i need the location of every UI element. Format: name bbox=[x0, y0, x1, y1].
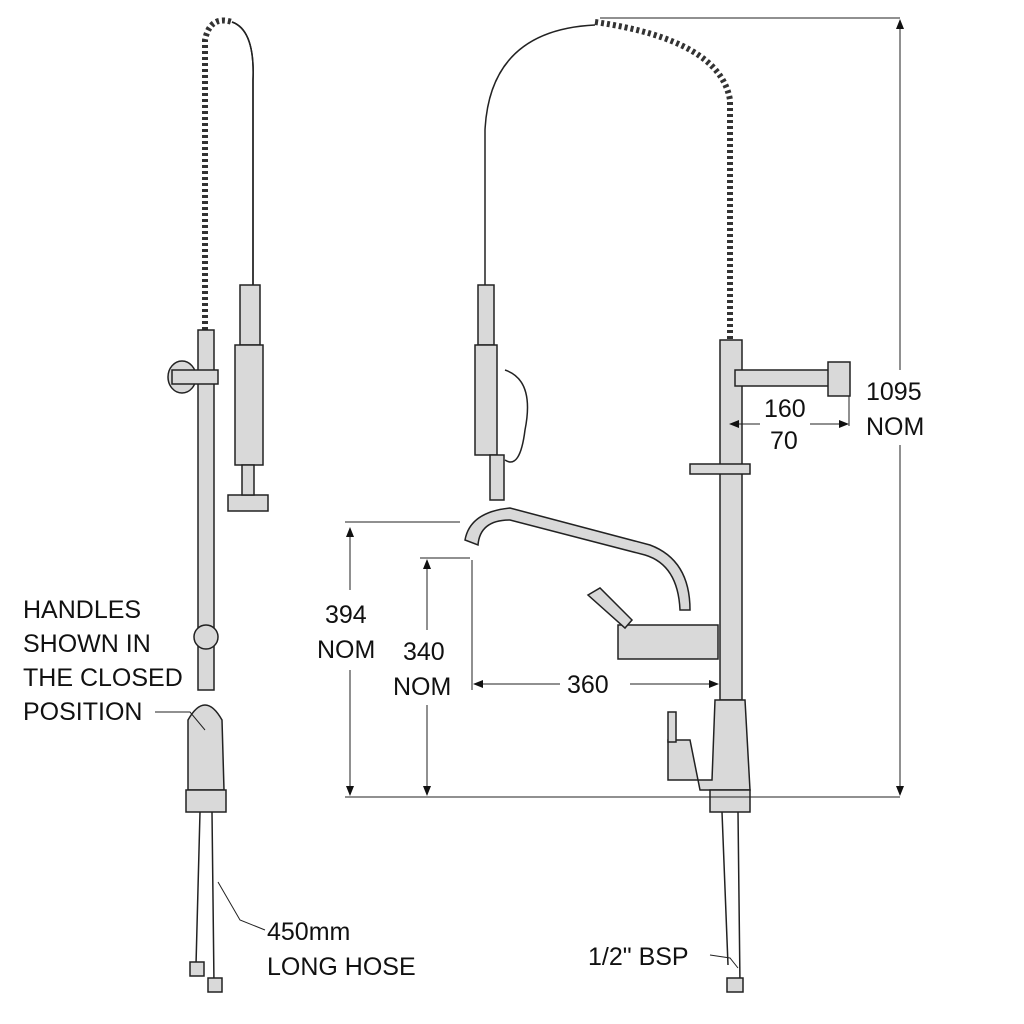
dim-394-nom: NOM bbox=[317, 636, 375, 664]
dim-340: 340 bbox=[403, 638, 445, 666]
dim-394: 394 bbox=[325, 601, 367, 629]
dim-70: 70 bbox=[770, 427, 798, 455]
handles-note-line: POSITION bbox=[23, 698, 142, 726]
dim-1095: 1095 bbox=[866, 378, 922, 406]
dim-360: 360 bbox=[567, 671, 609, 699]
bsp-label: 1/2" BSP bbox=[588, 943, 689, 971]
front-view-faucet bbox=[464, 19, 851, 993]
handles-note-line: SHOWN IN bbox=[23, 630, 151, 658]
side-view-faucet bbox=[167, 17, 269, 993]
dim-340-nom: NOM bbox=[393, 673, 451, 701]
hose-length-label: 450mm bbox=[267, 918, 350, 946]
handles-note: HANDLES SHOWN IN THE CLOSED POSITION bbox=[23, 596, 183, 726]
dim-1095-nom: NOM bbox=[866, 413, 924, 441]
handles-note-line: HANDLES bbox=[23, 596, 141, 624]
hose-length-label-2: LONG HOSE bbox=[267, 953, 416, 981]
dim-160: 160 bbox=[764, 395, 806, 423]
dimension-lines bbox=[155, 17, 904, 969]
handles-note-line: THE CLOSED bbox=[23, 664, 183, 692]
